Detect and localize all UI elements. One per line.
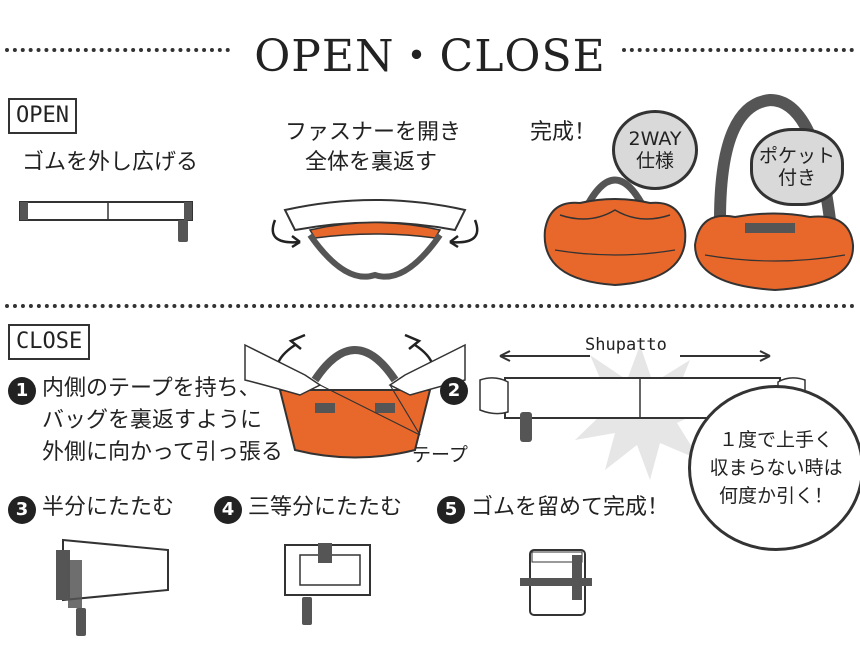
fold-half-illustration (56, 538, 169, 636)
close-step3-text: 半分にたたむ (42, 495, 175, 520)
close-step5-number: 5 (437, 496, 465, 524)
fold-thirds-illustration (284, 543, 371, 625)
tape-label: テープ (412, 444, 468, 466)
open-flat-band-illustration (19, 201, 193, 242)
open-step2-line1: ファスナーを開き (285, 120, 462, 145)
section-divider (5, 304, 855, 308)
close-label: CLOSE (8, 324, 91, 360)
tip-line3: 何度か引く！ (718, 485, 833, 507)
open-step3-text: 完成！ (530, 120, 597, 145)
open-step2-line2: 全体を裏返す (305, 150, 438, 175)
close-step1-line2: バッグを裏返すように (42, 408, 263, 433)
bubble-pocket: ポケット 付き (750, 128, 844, 206)
page-title: OPEN・CLOSE (254, 31, 606, 82)
title-dots-right (622, 48, 854, 52)
open-turn-inside-out-illustration (271, 199, 479, 280)
close-step1-line1: 内側のテープを持ち、 (42, 376, 261, 401)
open-step1-text: ゴムを外し広げる (22, 150, 199, 175)
close-step3-number: 3 (8, 496, 36, 524)
tip-bubble: １度で上手く 収まらない時は 何度か引く！ (688, 385, 860, 551)
bubble-2way-line2: 仕様 (635, 150, 674, 172)
bubble-pocket-line1: ポケット (758, 145, 835, 167)
tip-line2: 収まらない時は (709, 457, 843, 479)
close-step1-line3: 外側に向かって引っ張る (42, 440, 283, 465)
finished-fold-illustration (520, 549, 592, 616)
bubble-pocket-line2: 付き (777, 167, 816, 189)
close-step4-number: 4 (214, 496, 242, 524)
close-step5-text: ゴムを留めて完成！ (471, 495, 670, 520)
orange-handbag-illustration (543, 176, 687, 287)
brand-name: Shupatto (585, 335, 667, 355)
open-label: OPEN (8, 98, 77, 134)
close-step4-text: 三等分にたたむ (248, 495, 403, 520)
close-step1-number: 1 (8, 377, 36, 405)
tip-line1: １度で上手く (718, 429, 833, 451)
bubble-2way: 2WAY 仕様 (612, 110, 698, 190)
close-step2-number: 2 (440, 377, 468, 405)
title-dots-left (5, 48, 230, 52)
bubble-2way-line1: 2WAY (628, 128, 682, 150)
